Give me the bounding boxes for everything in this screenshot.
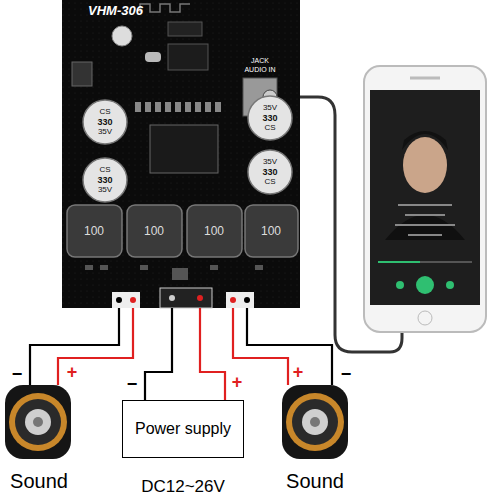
pcb-board (62, 0, 300, 308)
capacitor-marking: 35V (98, 128, 112, 136)
board-name: VHM-306 (88, 3, 300, 18)
amplifier-ic (150, 125, 218, 173)
power-supply-box: Power supply (122, 400, 244, 458)
wire (145, 308, 172, 400)
regulator (72, 62, 92, 86)
polarity-sign: − (12, 365, 23, 383)
polarity-sign: + (293, 363, 304, 381)
jack-label: AUDIO IN (244, 66, 275, 73)
pcb-board: VHM-306 (62, 0, 300, 308)
inductors (67, 205, 298, 257)
node-label: Power supply (135, 420, 231, 438)
crystal (145, 52, 161, 62)
node-label: Sound (278, 470, 352, 493)
polarity-sign: − (341, 365, 352, 383)
polarity-sign: + (232, 373, 243, 391)
wire (200, 308, 225, 400)
terminal-blocks (112, 288, 254, 308)
inductor-marking: 100 (84, 225, 104, 237)
chip (168, 22, 202, 36)
bluetooth-chip (168, 44, 208, 70)
speaker: Sound (2, 385, 76, 497)
capacitor-marking: 35V (263, 104, 277, 112)
inductor-marking: 100 (144, 225, 164, 237)
capacitor-marking: 330 (262, 114, 277, 123)
smd-row (135, 102, 221, 112)
wire (247, 308, 332, 385)
voltage-label: DC12~26V (141, 478, 225, 495)
jack-label: JACK (251, 57, 269, 64)
capacitor-marking: 35V (98, 186, 112, 194)
wire (58, 308, 133, 385)
capacitor-marking: 330 (262, 168, 277, 177)
inductor-marking: 100 (261, 225, 281, 237)
antenna-trace (140, 4, 190, 12)
capacitor-marking: CS (99, 166, 110, 174)
capacitor-marking: 330 (97, 176, 112, 185)
speaker-right (282, 385, 348, 459)
capacitor-marking: CS (264, 178, 275, 186)
capacitor-marking: 35V (263, 158, 277, 166)
polarity-sign: − (127, 375, 138, 393)
node-label: Sound (2, 470, 76, 493)
polarity-sign: + (67, 363, 78, 381)
electrolytic-capacitors (83, 96, 292, 202)
smd-bottom (85, 265, 263, 280)
inductor-marking: 100 (204, 225, 224, 237)
speaker-left (5, 385, 71, 459)
speaker: Sound (278, 385, 352, 497)
capacitor-marking: CS (264, 124, 275, 132)
capacitor-marking: 330 (97, 118, 112, 127)
small-capacitor (112, 26, 132, 46)
wire (30, 308, 119, 385)
capacitor-marking: CS (99, 108, 110, 116)
smartphone (364, 66, 486, 332)
